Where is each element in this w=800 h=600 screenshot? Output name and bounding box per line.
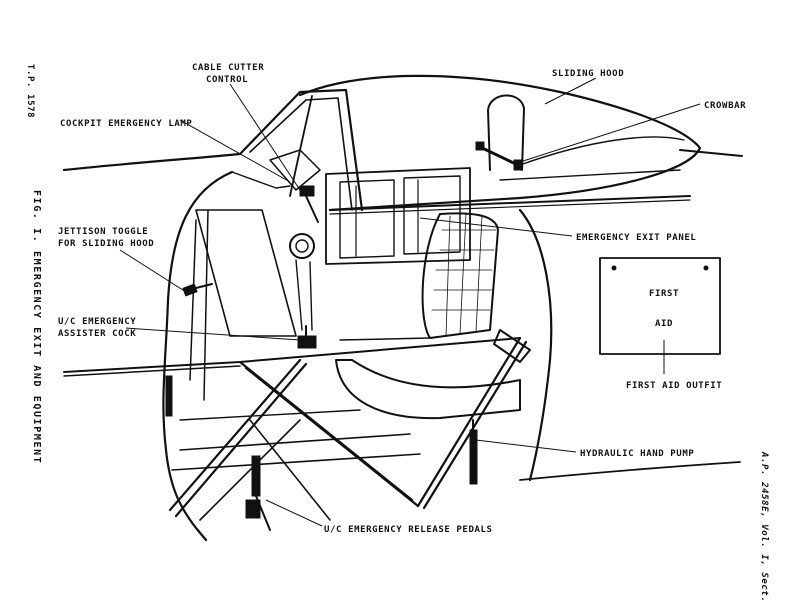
jettison-toggle [182, 283, 213, 297]
leader-lines [119, 77, 701, 527]
label-crowbar: CROWBAR [704, 101, 746, 111]
label-sliding-hood: SLIDING HOOD [552, 69, 624, 79]
label-jettison-2: FOR SLIDING HOOD [58, 239, 154, 249]
assister-cock [297, 325, 317, 349]
first-aid-box: FIRST AID [599, 257, 721, 355]
label-first-aid-outfit: FIRST AID OUTFIT [626, 381, 722, 391]
label-cable-cutter-1: CABLE CUTTER [192, 63, 264, 73]
first-aid-box-line2: AID [655, 319, 673, 329]
label-jettison-1: JETTISON TOGGLE [58, 227, 148, 237]
emergency-exit-panel [325, 167, 471, 265]
ref-number: T.P. 1578 [25, 64, 35, 118]
windscreen-frame [231, 88, 364, 212]
first-aid-box-line1: FIRST [649, 289, 679, 299]
label-emergency-exit-panel: EMERGENCY EXIT PANEL [576, 233, 696, 243]
fuselage-structure [62, 149, 743, 542]
figure-caption: FIG. I. EMERGENCY EXIT AND EQUIPMENT [31, 190, 42, 464]
label-uc-cock-1: U/C EMERGENCY [58, 317, 136, 327]
label-uc-cock-2: ASSISTER COCK [58, 329, 136, 339]
label-uc-release-pedals: U/C EMERGENCY RELEASE PEDALS [324, 525, 493, 535]
label-hydraulic-hand-pump: HYDRAULIC HAND PUMP [580, 449, 694, 459]
crowbar [475, 141, 523, 171]
callout-labels: CABLE CUTTER CONTROL SLIDING HOOD CROWBA… [58, 63, 746, 535]
label-cockpit-emergency-lamp: COCKPIT EMERGENCY LAMP [60, 119, 192, 129]
label-cable-cutter-2: CONTROL [206, 75, 248, 85]
publication-ref: A.P. 2458E, Vol. I, Sect. 2 [759, 451, 769, 600]
sliding-hood [289, 74, 702, 215]
lower-truss [165, 329, 531, 521]
hydraulic-hand-pump [469, 419, 478, 485]
pilot-seat [335, 212, 521, 420]
release-pedals [245, 455, 271, 531]
